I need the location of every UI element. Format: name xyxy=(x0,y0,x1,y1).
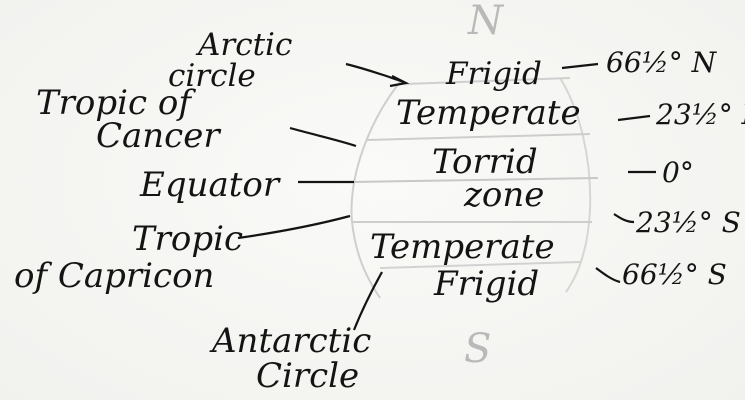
antarctic-latitude-dash xyxy=(596,268,620,282)
zone-frigid-north: Frigid xyxy=(445,56,542,92)
zone-frigid-south: Frigid xyxy=(433,264,539,304)
latitude-equator: 0° xyxy=(662,156,694,189)
zone-torrid-line2: zone xyxy=(463,175,544,215)
north-pole-label: N xyxy=(467,0,505,44)
tropic-cancer-latitude-dash xyxy=(618,116,650,120)
latitude-tropic-cancer: 23½° N xyxy=(655,98,745,131)
antarctic-label-line2: Circle xyxy=(256,356,359,396)
tropic-capricorn-label-line1: Tropic xyxy=(132,219,243,259)
south-pole-label: S xyxy=(464,326,491,372)
tropic-of-cancer-line xyxy=(366,134,590,140)
tropic-cancer-label-line2: Cancer xyxy=(96,116,221,156)
tropic-capricorn-pointer xyxy=(238,216,350,238)
arctic-pointer xyxy=(346,64,404,82)
tropic-cancer-pointer xyxy=(290,128,356,146)
equator-label: Equator xyxy=(139,165,281,205)
arctic-latitude-dash xyxy=(562,64,598,68)
latitude-arctic: 66½° N xyxy=(606,46,718,79)
tropic-capricorn-latitude-dash xyxy=(614,214,634,222)
latitude-tropic-capricorn: 23½° S xyxy=(635,206,741,239)
antarctic-label-line1: Antarctic xyxy=(209,321,371,361)
zone-temperate-south: Temperate xyxy=(370,227,555,267)
tropic-capricorn-label-line2: of Capricon xyxy=(14,256,214,296)
latitude-antarctic: 66½° S xyxy=(622,258,727,291)
zone-temperate-north: Temperate xyxy=(396,93,581,133)
